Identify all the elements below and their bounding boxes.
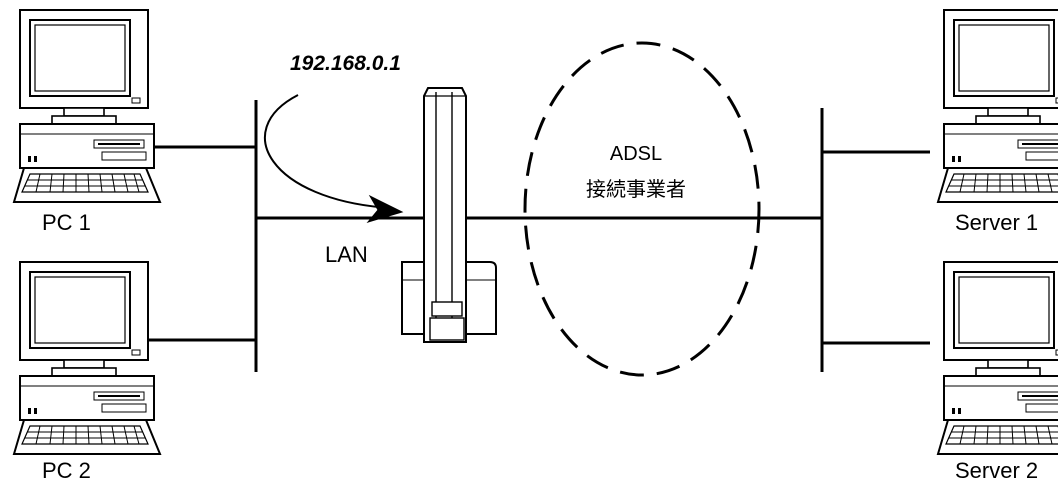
provider-label-line2: 接続事業者: [586, 178, 686, 201]
server2-label: Server 2: [955, 458, 1038, 482]
adsl-provider-cloud: [525, 43, 759, 375]
lan-label: LAN: [325, 242, 368, 267]
pc2-label: PC 2: [42, 458, 91, 482]
router-ip-label: 192.168.0.1: [290, 52, 401, 75]
server2-icon: [938, 262, 1058, 454]
pc2-icon: [14, 262, 160, 454]
ip-pointer-arrow: [265, 95, 402, 222]
pc1-label: PC 1: [42, 210, 91, 235]
server1-label: Server 1: [955, 210, 1038, 235]
provider-label-line1: ADSL: [610, 143, 662, 165]
server1-icon: [938, 10, 1058, 202]
pc1-icon: [14, 10, 160, 202]
router-icon: [402, 88, 496, 342]
